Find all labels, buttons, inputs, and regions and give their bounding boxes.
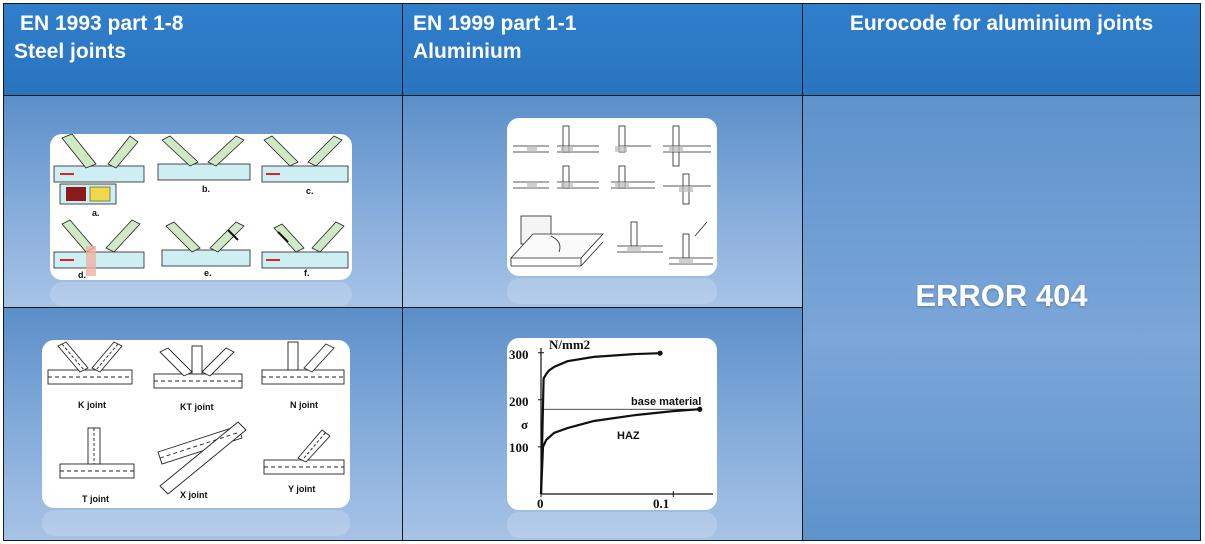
joint-c: c.: [261, 135, 349, 196]
label-f: f.: [304, 268, 310, 278]
label-b: b.: [202, 184, 210, 194]
y-tick-300: 300: [509, 347, 529, 362]
x-joint-label: X joint: [180, 490, 208, 500]
joint-e: e.: [161, 221, 251, 278]
chart-reflection: [507, 512, 717, 538]
y-tick-200: 200: [509, 394, 529, 409]
chart-axes: [538, 348, 713, 497]
t-joint-sketch: [59, 427, 135, 479]
k-joint-label: K joint: [78, 400, 106, 410]
t-joint-label: T joint: [82, 494, 109, 504]
y-symbol: σ: [521, 417, 528, 432]
steel-joints-drawing: a. b. c.: [53, 134, 349, 280]
haz-extent-drawing: [510, 125, 713, 267]
label-a: a.: [92, 208, 100, 218]
label-c: c.: [306, 186, 314, 196]
series-line-haz: [539, 408, 700, 495]
series-end-point-base-material: [657, 350, 663, 356]
series-end-point-haz: [697, 406, 703, 412]
joint-types-reflection: [42, 510, 350, 536]
stress-strain-chart: N/mm2 300 200 σ 100 0 0.1 base material …: [509, 338, 713, 510]
joint-d: d.: [53, 219, 145, 280]
stress-strain-chart-card: N/mm2 300 200 σ 100 0 0.1 base material …: [507, 338, 717, 510]
label-d: d.: [78, 270, 86, 280]
haz-sketch-row2: [513, 165, 711, 205]
y-joint-label: Y joint: [288, 484, 315, 494]
joint-a: a.: [53, 134, 145, 218]
cell-aluminium-joints-eurocode: ERROR 404: [803, 96, 1200, 540]
cell-steel-joints-figure: a. b. c.: [4, 96, 403, 308]
error-404-text: ERROR 404: [915, 278, 1088, 313]
kt-joint-sketch: [153, 345, 243, 389]
x-joint-sketch: [157, 421, 247, 495]
header-aluminium-joints-line1: Eurocode for aluminium joints: [849, 12, 1154, 35]
comparison-table: EN 1993 part 1-8 Steel joints EN 1999 pa…: [3, 3, 1201, 541]
joint-types-figure-card: K joint KT joint N joint T joint X joint…: [42, 340, 350, 508]
chart-series: [539, 350, 703, 495]
series-line-base-material: [539, 352, 661, 495]
haz-label: HAZ: [617, 430, 640, 442]
header-aluminium: EN 1999 part 1-1 Aluminium: [403, 4, 803, 96]
header-steel: EN 1993 part 1-8 Steel joints: [4, 4, 403, 96]
x-tick-0: 0: [537, 496, 544, 510]
header-steel-line2: Steel joints: [14, 40, 127, 63]
cell-haz-stress-strain: N/mm2 300 200 σ 100 0 0.1 base material …: [403, 308, 803, 540]
joint-b: b.: [157, 135, 251, 194]
k-joint-sketch: [47, 341, 133, 385]
header-aluminium-line1: EN 1999 part 1-1: [413, 12, 577, 35]
y-unit-label: N/mm2: [549, 338, 590, 352]
base-material-label: base material: [631, 396, 701, 408]
y-joint-sketch: [263, 429, 345, 475]
kt-joint-label: KT joint: [180, 402, 214, 412]
cell-aluminium-haz-figure: [403, 96, 803, 308]
header-aluminium-line2: Aluminium: [413, 40, 522, 63]
x-tick-0-1: 0.1: [653, 496, 669, 510]
label-e: e.: [204, 268, 212, 278]
header-steel-line1: EN 1993 part 1-8: [20, 12, 184, 35]
haz-extent-figure-card: [507, 118, 717, 276]
n-joint-label: N joint: [290, 400, 318, 410]
y-tick-100: 100: [509, 440, 529, 455]
header-aluminium-joints: Eurocode for aluminium joints: [803, 4, 1200, 96]
n-joint-sketch: [261, 341, 345, 385]
haz-figure-reflection: [507, 278, 717, 304]
cell-joint-types-figure: K joint KT joint N joint T joint X joint…: [4, 308, 403, 540]
steel-joints-figure-card: a. b. c.: [50, 134, 352, 280]
joint-f: f.: [261, 221, 349, 278]
joint-types-drawing: K joint KT joint N joint T joint X joint…: [47, 341, 345, 504]
steel-figure-reflection: [50, 282, 352, 306]
